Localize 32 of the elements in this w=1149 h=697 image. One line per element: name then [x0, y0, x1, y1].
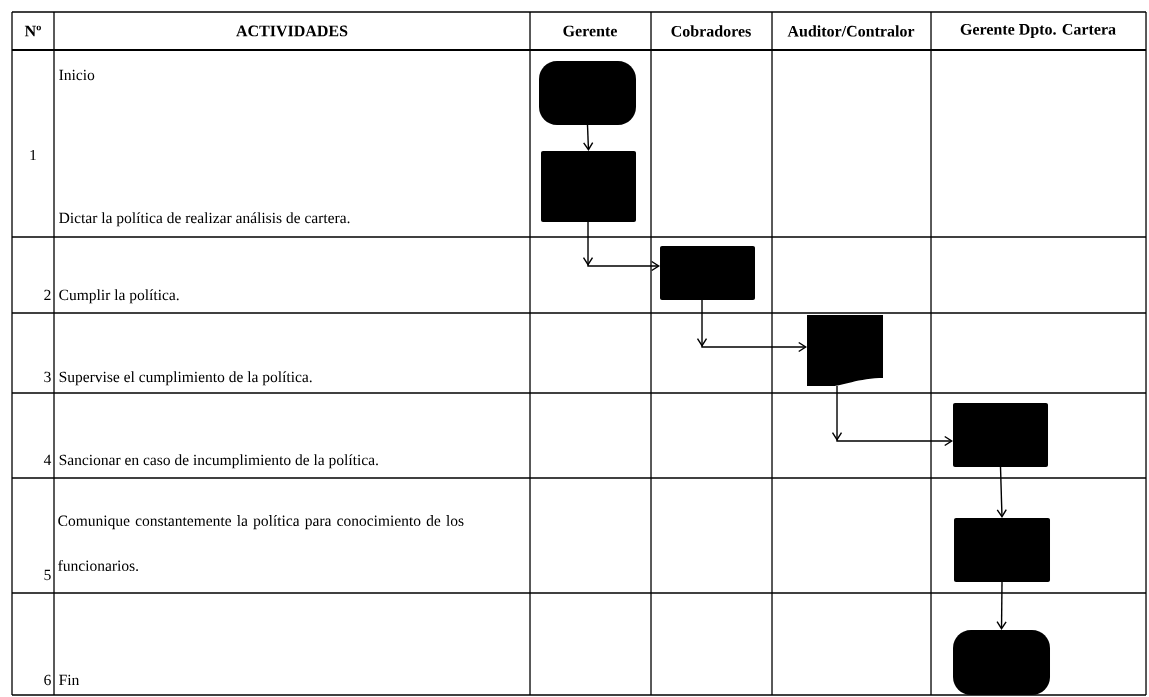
row-number: 4 [43, 454, 52, 465]
process-box [541, 151, 636, 222]
process-box [954, 518, 1050, 582]
activity-text: Fin [59, 674, 80, 685]
column-header: Gerente [563, 25, 617, 37]
arrow [696, 299, 807, 353]
row-number: 1 [30, 149, 36, 161]
arrow [996, 466, 1007, 518]
activity-text: Inicio [59, 69, 95, 81]
process-box [953, 403, 1048, 467]
column-header: Gerente Dpto. Cartera [960, 24, 1116, 38]
row-number: 5 [44, 569, 51, 581]
arrow [582, 221, 660, 272]
column-header: Auditor/Contralor [787, 25, 915, 37]
activity-text: Sancionar en caso de incumplimiento de la política. [59, 454, 378, 469]
activity-text: Cumplir la política. [59, 289, 179, 304]
row-number: 2 [44, 289, 51, 300]
column-header: ACTIVIDADES [236, 25, 348, 37]
document-shape [807, 315, 884, 387]
column-header: Nº [24, 25, 41, 37]
arrow [831, 385, 953, 447]
column-header: Cobradores [671, 25, 751, 37]
arrow [996, 581, 1007, 630]
activity-text: Dictar la política de realizar análisis de cartera. [59, 212, 350, 227]
row-number: 6 [44, 674, 51, 686]
activity-text: Supervise el cumplimiento de la política. [59, 371, 312, 386]
terminal-shape [953, 630, 1050, 695]
activity-text: Comunique constantemente la política para conocimiento de los funcionarios. [58, 515, 464, 572]
arrow [583, 124, 594, 151]
terminal-shape [539, 61, 636, 125]
process-box [660, 246, 755, 300]
row-number: 3 [44, 371, 51, 383]
